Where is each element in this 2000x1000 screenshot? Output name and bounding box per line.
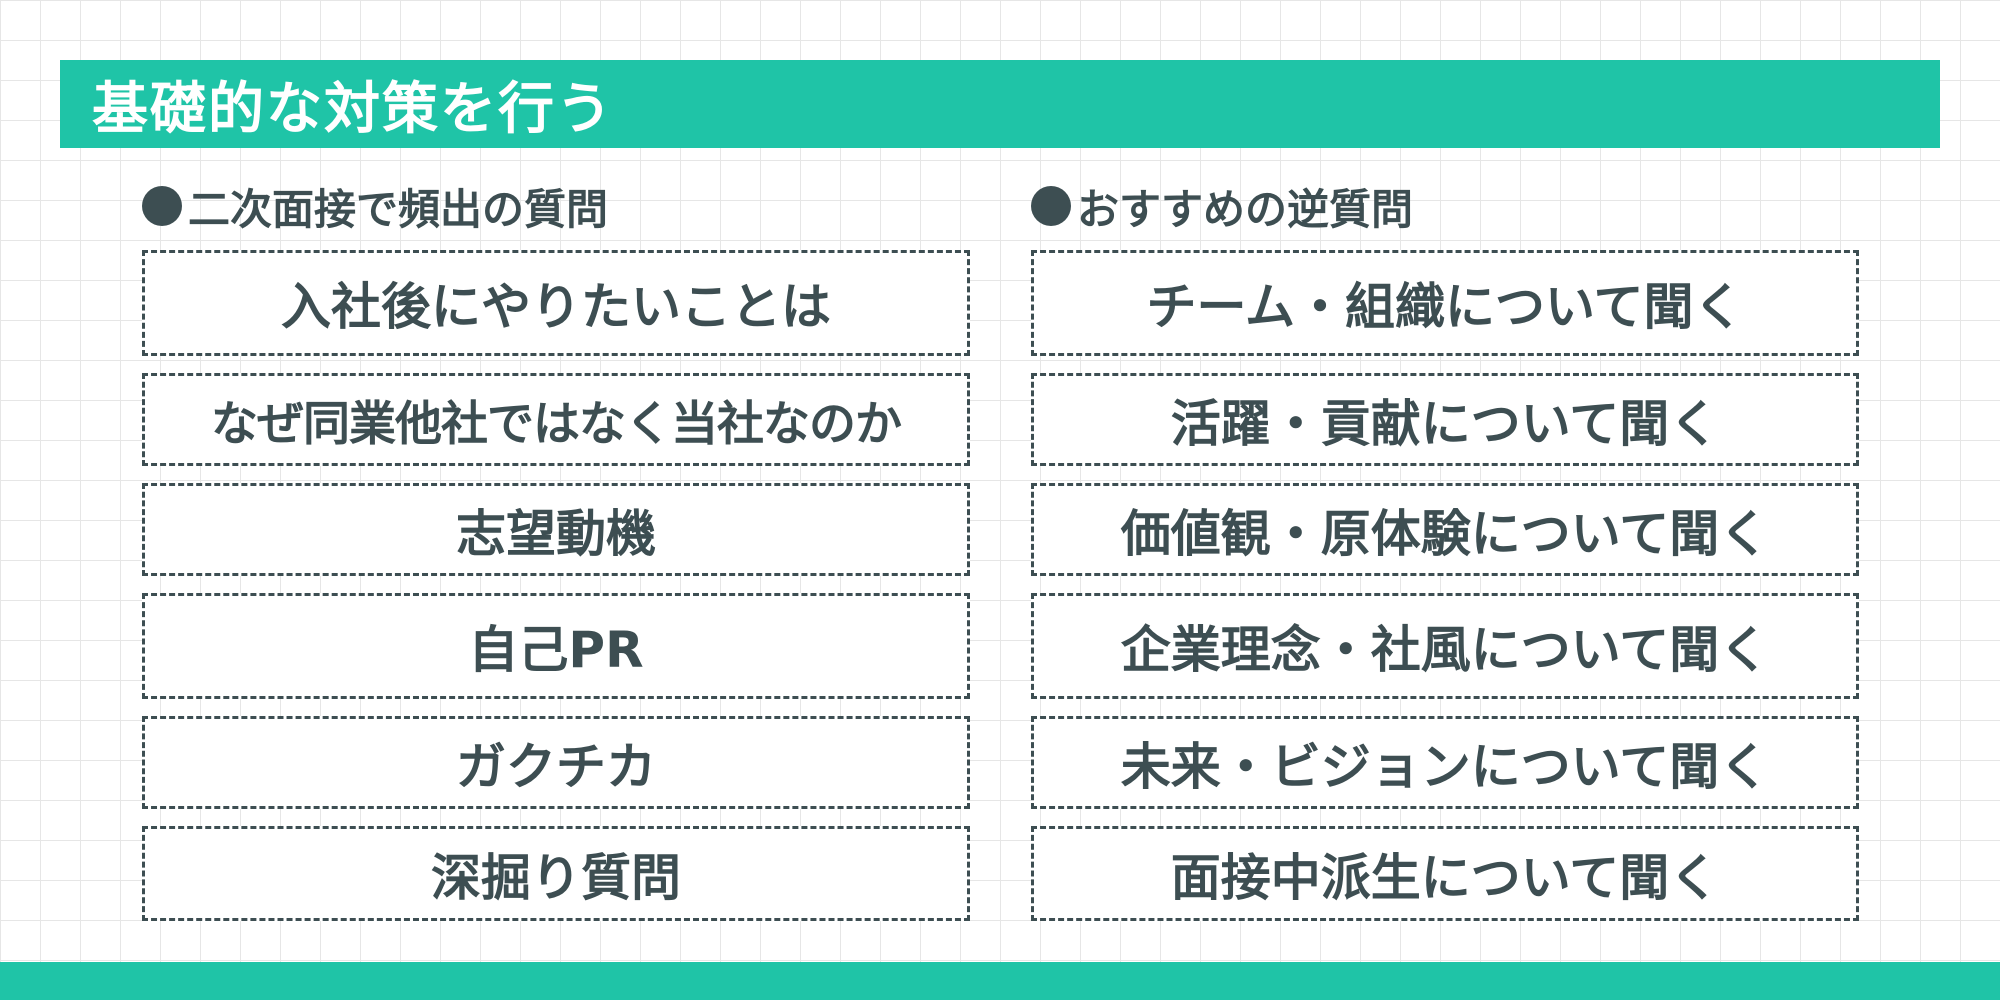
question-box: なぜ同業他社ではなく当社なのか — [142, 373, 970, 466]
frequent-questions-heading-text: 二次面接で頻出の質問 — [188, 184, 609, 234]
reverse-question-box: 未来・ビジョンについて聞く — [1031, 716, 1859, 809]
reverse-question-box: チーム・組織について聞く — [1031, 250, 1859, 356]
question-box: ガクチカ — [142, 716, 970, 809]
reverse-questions-column: おすすめの逆質問 チーム・組織について聞く 活躍・貢献について聞く 価値観・原体… — [1031, 180, 1859, 921]
question-box: 自己PR — [142, 593, 970, 699]
header-band: 基礎的な対策を行う — [60, 60, 1940, 148]
frequent-questions-column: 二次面接で頻出の質問 入社後にやりたいことは なぜ同業他社ではなく当社なのか 志… — [142, 180, 970, 921]
reverse-questions-heading-text: おすすめの逆質問 — [1077, 184, 1414, 234]
reverse-question-box: 面接中派生について聞く — [1031, 826, 1859, 921]
page-title: 基礎的な対策を行う — [92, 76, 614, 142]
footer-band — [0, 962, 2000, 1000]
question-box: 深掘り質問 — [142, 826, 970, 921]
bullet-icon — [1031, 186, 1071, 226]
reverse-question-box: 企業理念・社風について聞く — [1031, 593, 1859, 699]
bullet-icon — [142, 186, 182, 226]
question-box: 入社後にやりたいことは — [142, 250, 970, 356]
question-box: 志望動機 — [142, 483, 970, 576]
reverse-questions-heading: おすすめの逆質問 — [1031, 180, 1859, 234]
reverse-question-box: 活躍・貢献について聞く — [1031, 373, 1859, 466]
reverse-question-box: 価値観・原体験について聞く — [1031, 483, 1859, 576]
frequent-questions-heading: 二次面接で頻出の質問 — [142, 180, 970, 234]
